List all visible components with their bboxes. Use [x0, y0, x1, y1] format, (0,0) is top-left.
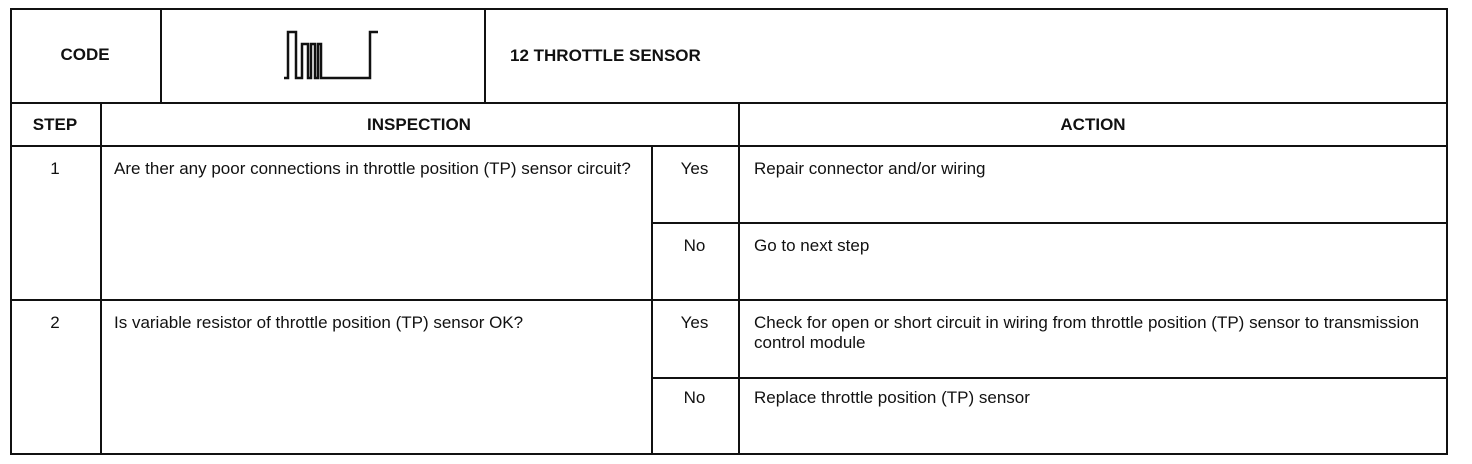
action-column-divider: [738, 102, 740, 455]
column-header-divider: [10, 145, 1448, 147]
inspection-question: Are ther any poor connections in throttl…: [114, 159, 631, 178]
answer-yes: Yes: [680, 313, 709, 332]
row1-outcome-divider: [651, 222, 1448, 224]
action-text: Repair connector and/or wiring: [754, 159, 986, 178]
code-title: 12 THROTTLE SENSOR: [510, 46, 701, 65]
code-label: CODE: [60, 45, 110, 64]
answer-column-divider: [651, 145, 653, 455]
table-frame: [10, 8, 1448, 455]
header-divider: [10, 102, 1448, 104]
step-column-header: STEP: [32, 115, 78, 134]
step-number: 1: [50, 159, 60, 178]
step-column-divider: [100, 102, 102, 455]
code-label-divider: [160, 8, 162, 102]
answer-no: No: [683, 236, 706, 255]
code-12-pulse-waveform-icon: [284, 30, 378, 80]
step-number: 2: [50, 313, 60, 332]
action-column-header: ACTION: [1060, 115, 1126, 134]
action-text: Replace throttle position (TP) sensor: [754, 388, 1030, 407]
row2-outcome-divider: [651, 377, 1448, 379]
action-text: Go to next step: [754, 236, 870, 255]
inspection-column-header: INSPECTION: [367, 115, 471, 134]
action-text: Check for open or short circuit in wirin…: [754, 313, 1420, 352]
answer-no: No: [683, 388, 706, 407]
waveform-divider: [484, 8, 486, 102]
answer-yes: Yes: [680, 159, 709, 178]
inspection-question: Is variable resistor of throttle positio…: [114, 313, 524, 332]
row-divider: [10, 299, 1448, 301]
